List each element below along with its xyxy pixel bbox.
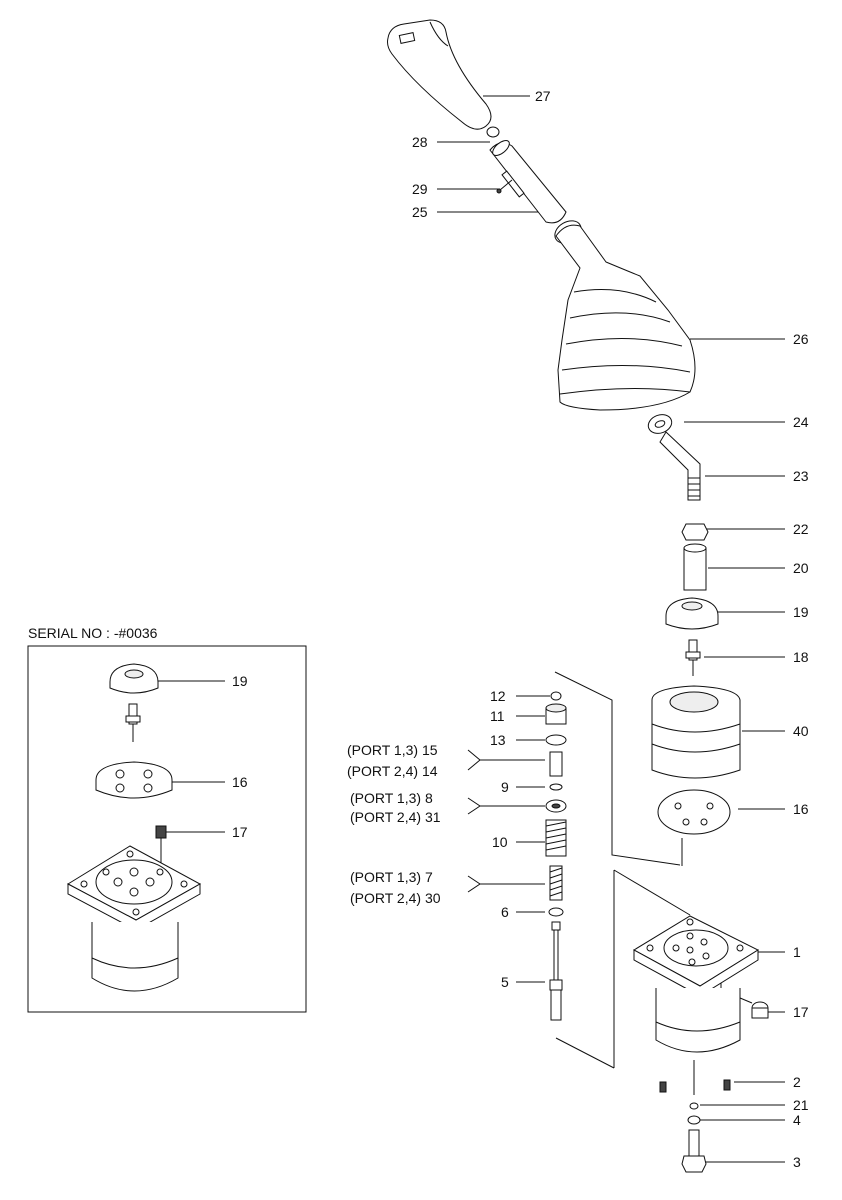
label-6: 6	[501, 904, 509, 920]
label-27: 27	[535, 88, 551, 104]
inset-title: SERIAL NO : -#0036	[28, 625, 158, 641]
part-5-spool	[549, 921, 563, 1021]
inset-part-19	[109, 663, 159, 694]
part-7-spring	[549, 865, 563, 901]
label-20: 20	[793, 560, 809, 576]
label-16: 16	[793, 801, 809, 817]
label-13: 13	[490, 732, 506, 748]
part-4-ring	[687, 1115, 701, 1125]
label-10: 10	[492, 834, 508, 850]
part-28-cap	[486, 126, 500, 138]
label-22: 22	[793, 521, 809, 537]
part-29-pin	[496, 179, 513, 194]
part-2-screws	[659, 1079, 731, 1093]
leader-lines	[158, 95, 785, 1163]
inset-part-1	[66, 845, 202, 992]
part-21-ring	[689, 1102, 699, 1110]
label-19: 19	[793, 604, 809, 620]
part-9-washer	[549, 783, 563, 791]
label-9: 9	[501, 779, 509, 795]
label-24: 24	[793, 414, 809, 430]
part-1-casing	[632, 915, 760, 1053]
label-7: (PORT 1,3) 7	[350, 869, 433, 885]
inset-label-16: 16	[232, 774, 248, 790]
inset-part-18	[125, 703, 141, 742]
part-11-plug	[545, 703, 567, 725]
label-11: 11	[490, 708, 505, 724]
part-27-grip	[387, 19, 492, 130]
label-3: 3	[793, 1154, 801, 1170]
part-24-nut	[647, 414, 673, 434]
part-16-plate	[657, 789, 731, 835]
label-28: 28	[412, 134, 428, 150]
inset-part-16	[95, 761, 173, 799]
part-20-spacer	[683, 543, 707, 591]
label-8: (PORT 1,3) 8	[350, 790, 433, 806]
label-29: 29	[412, 181, 428, 197]
part-19-disc	[665, 597, 719, 630]
label-30: (PORT 2,4) 30	[350, 890, 441, 906]
label-17: 17	[793, 1004, 809, 1020]
label-15: (PORT 1,3) 15	[347, 742, 438, 758]
callout-labels: SERIAL NO : -#0036 27 28 29 25 26 24 23 …	[28, 88, 809, 1170]
label-31: (PORT 2,4) 31	[350, 809, 441, 825]
part-6-washer	[548, 907, 564, 917]
label-40: 40	[793, 723, 809, 739]
part-15-push-rod	[549, 751, 563, 777]
label-18: 18	[793, 649, 809, 665]
part-40-bellows	[651, 685, 741, 779]
label-2: 2	[793, 1074, 801, 1090]
part-22-nut	[681, 523, 709, 541]
label-14: (PORT 2,4) 14	[347, 763, 438, 779]
label-23: 23	[793, 468, 809, 484]
inset-label-17: 17	[232, 824, 248, 840]
part-26-boot	[554, 220, 696, 411]
label-5: 5	[501, 974, 509, 990]
part-23-lever-shaft	[659, 431, 701, 501]
inset-label-19: 19	[232, 673, 248, 689]
label-12: 12	[490, 688, 506, 704]
part-18-plug	[685, 639, 701, 676]
part-25-lever-tube	[489, 140, 567, 224]
part-10-spring	[545, 819, 567, 857]
label-26: 26	[793, 331, 809, 347]
label-1: 1	[793, 944, 801, 960]
part-13-oring	[545, 734, 567, 746]
label-4: 4	[793, 1112, 801, 1128]
part-3-bolt	[681, 1129, 707, 1173]
part-17-bushing	[751, 1001, 769, 1019]
part-8-seat	[545, 799, 567, 813]
inset-part-17	[155, 825, 167, 839]
inset-box	[27, 645, 307, 1013]
label-21: 21	[793, 1097, 809, 1113]
label-25: 25	[412, 204, 428, 220]
part-12-cap	[550, 691, 562, 701]
